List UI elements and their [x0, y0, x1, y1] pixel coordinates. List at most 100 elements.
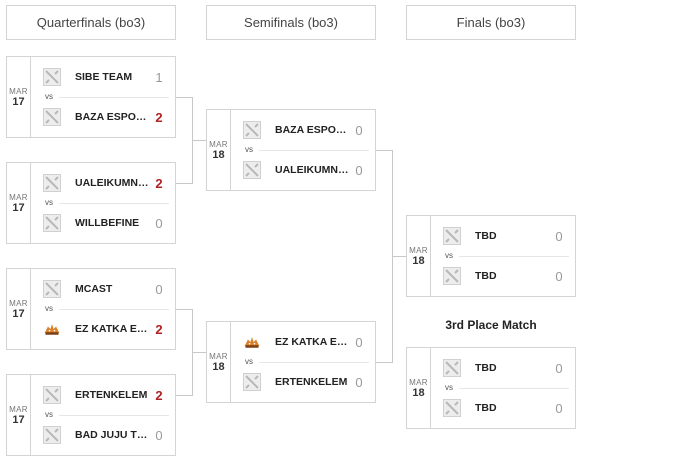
date-month: MAR [209, 139, 228, 149]
team-score: 0 [555, 228, 563, 244]
team-row[interactable]: UALEIKUMNIH... 2 [31, 163, 175, 203]
team-name: MCAST [75, 283, 113, 295]
vs-label: vs [245, 145, 253, 154]
round-header-quarterfinals[interactable]: Quarterfinals (bo3) [6, 5, 176, 40]
dota-placeholder-icon [43, 426, 61, 444]
dota-placeholder-icon [43, 386, 61, 404]
team-row[interactable]: UALEIKUMNIH... 0 [231, 150, 375, 190]
dota-placeholder-icon [43, 214, 61, 232]
ez-katka-logo-icon [243, 333, 261, 351]
team-name: EZ KATKA ESP... [275, 336, 351, 348]
match-card-qf2[interactable]: MAR 17 UALEIKUMNIH... 2 vs WILLBEFINE 0 [6, 162, 176, 244]
vs-label: vs [45, 92, 53, 101]
team-name: SIBE TEAM [75, 71, 133, 83]
team-row[interactable]: ERTENKELEM 0 [231, 362, 375, 402]
team-name: UALEIKUMNIH... [75, 177, 151, 189]
date-day: 17 [12, 413, 25, 426]
date-day: 18 [212, 360, 225, 373]
team-score: 0 [355, 374, 363, 390]
dota-placeholder-icon [443, 359, 461, 377]
match-card-qf3[interactable]: MAR 17 MCAST 0 vs EZ KATKA ESP... 2 [6, 268, 176, 350]
row-divider [59, 97, 169, 98]
vs-label: vs [445, 251, 453, 260]
date-day: 18 [412, 386, 425, 399]
team-score: 0 [355, 334, 363, 350]
date-day: 18 [212, 148, 225, 161]
bracket-connector [376, 150, 392, 151]
date-month: MAR [409, 245, 428, 255]
team-row[interactable]: TBD 0 [431, 388, 575, 428]
team-row[interactable]: TBD 0 [431, 256, 575, 296]
bracket-connector [176, 183, 192, 184]
team-score: 0 [355, 162, 363, 178]
row-divider [259, 150, 369, 151]
bracket-connector [176, 309, 192, 310]
row-divider [459, 388, 569, 389]
team-row[interactable]: WILLBEFINE 0 [31, 203, 175, 243]
team-row[interactable]: EZ KATKA ESP... 0 [231, 322, 375, 362]
team-name: BAZA ESPORTS [275, 124, 351, 136]
date-month: MAR [9, 192, 28, 202]
team-name: TBD [475, 230, 497, 242]
team-name: BAZA ESPORTS [75, 111, 151, 123]
team-row[interactable]: SIBE TEAM 1 [31, 57, 175, 97]
team-row[interactable]: TBD 0 [431, 348, 575, 388]
match-date: MAR 17 [7, 269, 31, 349]
match-card-final[interactable]: MAR 18 TBD 0 vs TBD 0 [406, 215, 576, 297]
team-score: 0 [155, 281, 163, 297]
dota-placeholder-icon [243, 121, 261, 139]
match-date: MAR 17 [7, 375, 31, 455]
round-header-semifinals[interactable]: Semifinals (bo3) [206, 5, 376, 40]
team-row[interactable]: MCAST 0 [31, 269, 175, 309]
dota-placeholder-icon [443, 267, 461, 285]
match-date: MAR 17 [7, 57, 31, 137]
team-score: 2 [155, 387, 163, 403]
dota-placeholder-icon [243, 373, 261, 391]
round-header-label: Semifinals (bo3) [244, 15, 338, 30]
team-name: UALEIKUMNIH... [275, 164, 351, 176]
team-score: 0 [155, 215, 163, 231]
bracket-connector [192, 140, 206, 141]
match-card-third-place[interactable]: MAR 18 TBD 0 vs TBD 0 [406, 347, 576, 429]
match-card-qf1[interactable]: MAR 17 SIBE TEAM 1 vs BAZA ESPORTS 2 [6, 56, 176, 138]
team-score: 2 [155, 175, 163, 191]
match-date: MAR 18 [407, 348, 431, 428]
dota-placeholder-icon [243, 161, 261, 179]
match-date: MAR 18 [207, 322, 231, 402]
date-day: 17 [12, 307, 25, 320]
vs-label: vs [245, 357, 253, 366]
match-card-sf1[interactable]: MAR 18 BAZA ESPORTS 0 vs UALEIKUMNIH... … [206, 109, 376, 191]
team-score: 2 [155, 109, 163, 125]
vs-label: vs [45, 410, 53, 419]
team-name: BAD JUJU TEAM [75, 429, 151, 441]
team-name: TBD [475, 270, 497, 282]
team-row[interactable]: EZ KATKA ESP... 2 [31, 309, 175, 349]
match-date: MAR 18 [407, 216, 431, 296]
match-card-sf2[interactable]: MAR 18 EZ KATKA ESP... 0 vs ERTENKELEM 0 [206, 321, 376, 403]
row-divider [459, 256, 569, 257]
team-score: 1 [155, 69, 163, 85]
round-header-label: Quarterfinals (bo3) [36, 15, 146, 30]
team-name: WILLBEFINE [75, 217, 140, 229]
team-row[interactable]: BAD JUJU TEAM 0 [31, 415, 175, 455]
team-row[interactable]: BAZA ESPORTS 2 [31, 97, 175, 137]
vs-label: vs [445, 383, 453, 392]
date-month: MAR [9, 86, 28, 96]
team-row[interactable]: ERTENKELEM 2 [31, 375, 175, 415]
date-day: 17 [12, 201, 25, 214]
bracket-connector [192, 352, 206, 353]
team-score: 0 [155, 427, 163, 443]
ez-katka-logo-icon [43, 320, 61, 338]
round-header-finals[interactable]: Finals (bo3) [406, 5, 576, 40]
team-score: 0 [555, 400, 563, 416]
date-month: MAR [9, 298, 28, 308]
team-row[interactable]: TBD 0 [431, 216, 575, 256]
match-card-qf4[interactable]: MAR 17 ERTENKELEM 2 vs BAD JUJU TEAM 0 [6, 374, 176, 456]
team-row[interactable]: BAZA ESPORTS 0 [231, 110, 375, 150]
bracket-connector [176, 97, 192, 98]
team-name: TBD [475, 402, 497, 414]
row-divider [59, 415, 169, 416]
dota-placeholder-icon [43, 174, 61, 192]
row-divider [259, 362, 369, 363]
dota-placeholder-icon [443, 227, 461, 245]
